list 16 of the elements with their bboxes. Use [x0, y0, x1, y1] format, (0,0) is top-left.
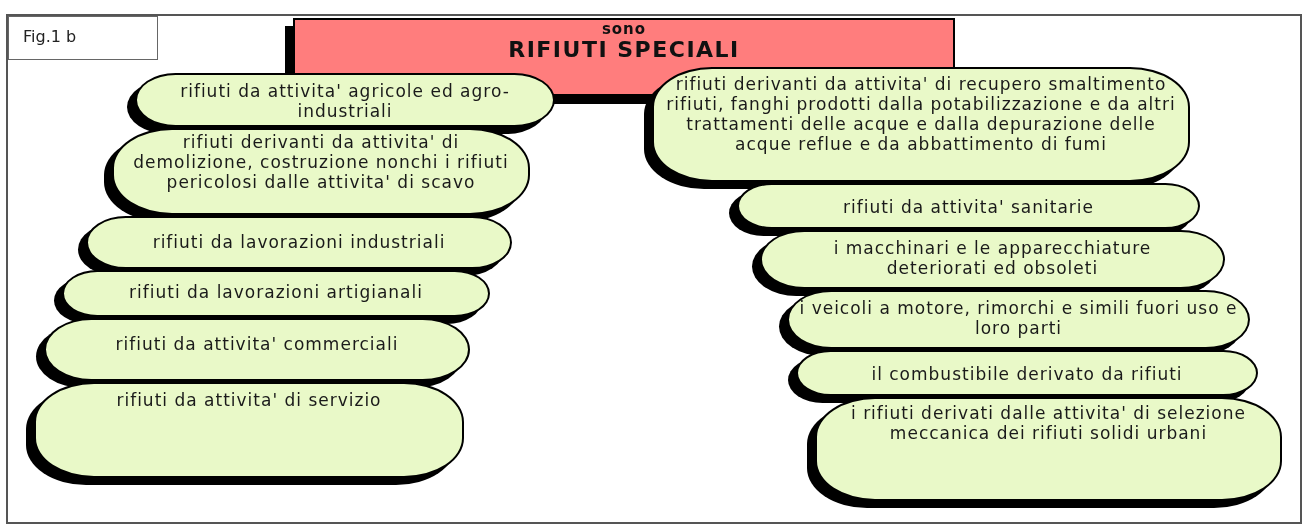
category-text: il combustibile derivato da rifiuti	[870, 364, 1184, 384]
category-text: rifiuti da lavorazioni artigianali	[128, 282, 424, 302]
category-text: rifiuti da attivita' commerciali	[114, 334, 400, 354]
category-text: rifiuti derivanti da attivita' di demolizione, costruzione nonchi i rifiuti pericolosi dalle attivita' di scavo	[132, 132, 510, 192]
title-text: RIFIUTI SPECIALI	[507, 38, 741, 62]
category-text: i rifiuti derivati dalle attivita' di selezione meccanica dei rifiuti solidi urbani	[850, 403, 1247, 443]
category-text: rifiuti da lavorazioni industriali	[151, 232, 447, 252]
category-text: rifiuti da attivita' di servizio	[115, 390, 383, 410]
figure-label	[8, 16, 158, 60]
figure-number: Fig.1 b	[23, 27, 77, 46]
category-text: i macchinari e le apparecchiature deteriorati ed obsoleti	[832, 238, 1153, 278]
category-text: i veicoli a motore, rimorchi e simili fuori uso e loro parti	[798, 298, 1239, 338]
category-text: rifiuti da attivita' agricole ed agro-industriali	[179, 81, 511, 121]
category-text: rifiuti da attivita' sanitarie	[841, 197, 1095, 217]
category-text: rifiuti derivanti da attivita' di recupero smaltimento rifiuti, fanghi prodotti dalla potabilizzazione e da altri trattamenti delle acque e dalla depurazione delle acque reflue e da abbattimento di fumi	[665, 74, 1177, 154]
subtitle-text: sono	[600, 20, 648, 38]
